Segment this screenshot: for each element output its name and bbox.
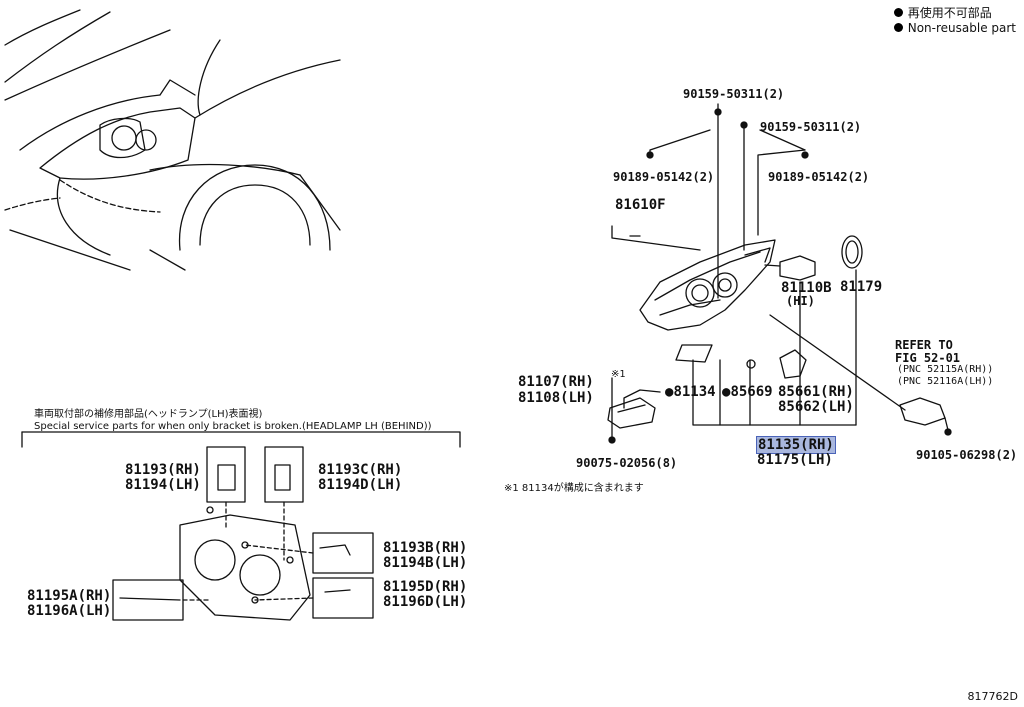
label-85662[interactable]: 85662(LH): [778, 399, 854, 415]
label-81196a[interactable]: 81196A(LH): [27, 603, 112, 619]
label-85669[interactable]: ●85669: [722, 384, 773, 400]
bracket-81107: [607, 397, 656, 429]
service-title-en: Special service parts for when only brac…: [34, 421, 432, 432]
refer-to: REFER TO: [895, 338, 953, 352]
bullet-icon: [893, 8, 903, 17]
label-90105-06298[interactable]: 90105-06298(2): [916, 448, 1018, 462]
note-mark: ※1: [611, 369, 626, 380]
label-90159-50311-right[interactable]: 90159-50311(2): [760, 120, 862, 134]
harness-connector: [899, 397, 949, 431]
label-81193c[interactable]: 81193C(RH): [318, 462, 403, 478]
label-81179[interactable]: 81179: [840, 279, 883, 295]
legend: 再使用不可部品 Non-reusable part: [893, 6, 1016, 36]
label-81108[interactable]: 81108(LH): [518, 390, 594, 406]
bullet-icon: [893, 23, 903, 32]
label-81110b-sub: (HI): [786, 294, 815, 308]
figure-number: 817762D: [967, 690, 1018, 703]
label-81610f[interactable]: 81610F: [615, 197, 666, 213]
label-90189-05142-left[interactable]: 90189-05142(2): [613, 170, 715, 184]
refer-pnc-rh: (PNC 52115A(RH)): [897, 364, 994, 375]
label-81196d[interactable]: 81196D(LH): [383, 594, 468, 610]
car-front-illustration: [4, 9, 341, 271]
bulb-81110b: [764, 255, 816, 281]
legend-jp: 再使用不可部品: [893, 6, 1016, 21]
footnote: ※1 81134が構成に含まれます: [504, 483, 644, 494]
bullet-icon: ●: [722, 384, 731, 400]
label-81134[interactable]: ●81134: [665, 384, 716, 400]
small-fasteners: [608, 108, 952, 444]
label-81194b[interactable]: 81194B(LH): [383, 555, 468, 571]
label-81194d[interactable]: 81194D(LH): [318, 477, 403, 493]
label-81193[interactable]: 81193(RH): [125, 462, 201, 478]
legend-en: Non-reusable part: [893, 21, 1016, 36]
cap-81179: [841, 235, 863, 269]
label-81110b[interactable]: 81110B: [781, 280, 832, 296]
label-81107[interactable]: 81107(RH): [518, 374, 594, 390]
label-81135-highlighted[interactable]: 81135(RH): [756, 436, 836, 454]
bullet-icon: ●: [665, 384, 674, 400]
label-81194[interactable]: 81194(LH): [125, 477, 201, 493]
label-90075-02056[interactable]: 90075-02056(8): [576, 456, 678, 470]
headlamp-assembly: [639, 239, 776, 331]
label-85661[interactable]: 85661(RH): [778, 384, 854, 400]
label-81193b[interactable]: 81193B(RH): [383, 540, 468, 556]
label-90159-50311-top[interactable]: 90159-50311(2): [683, 87, 785, 101]
label-81195a[interactable]: 81195A(RH): [27, 588, 112, 604]
label-81175[interactable]: 81175(LH): [757, 452, 833, 468]
refer-pnc-lh: (PNC 52116A(LH)): [897, 376, 994, 387]
refer-fig-link[interactable]: FIG 52-01: [895, 351, 961, 365]
label-90189-05142-right[interactable]: 90189-05142(2): [768, 170, 870, 184]
service-title-jp: 車両取付部の補修用部品(ヘッドランプ(LH)表面視): [34, 409, 263, 420]
headlamp-rear-view: [179, 506, 311, 621]
socket-85661: [746, 349, 807, 379]
label-81195d[interactable]: 81195D(RH): [383, 579, 468, 595]
